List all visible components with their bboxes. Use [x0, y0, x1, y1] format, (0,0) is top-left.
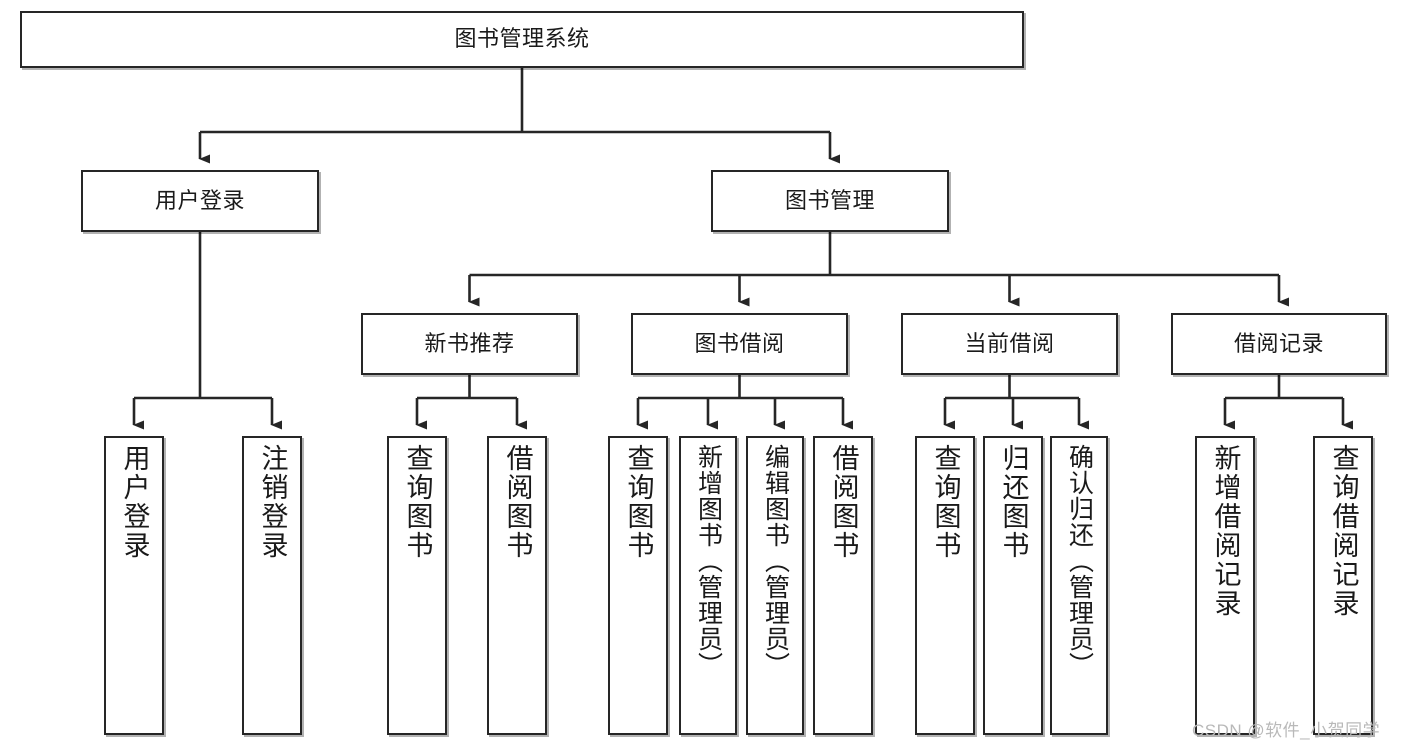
node-leaf-bb-query[interactable]: 查询图书 [608, 436, 668, 735]
node-label: 归还图书 [998, 444, 1029, 560]
node-label: 用户登录 [119, 444, 150, 560]
node-l2-record[interactable]: 借阅记录 [1171, 313, 1387, 375]
node-l1-user-login[interactable]: 用户登录 [81, 170, 319, 232]
node-label: 注销登录 [257, 444, 288, 560]
node-root[interactable]: 图书管理系统 [20, 11, 1024, 68]
node-leaf-user-login[interactable]: 用户登录 [104, 436, 164, 735]
node-label: 查询图书 [930, 444, 961, 560]
node-label: 图书借阅 [694, 330, 785, 356]
node-l2-borrow[interactable]: 图书借阅 [631, 313, 848, 375]
node-label: 新增图书（管理员） [694, 444, 723, 678]
node-leaf-bb-borrow[interactable]: 借阅图书 [813, 436, 873, 735]
node-leaf-logout[interactable]: 注销登录 [242, 436, 302, 735]
node-leaf-rec-query[interactable]: 查询借阅记录 [1313, 436, 1373, 735]
node-leaf-bb-edit[interactable]: 编辑图书（管理员） [746, 436, 804, 735]
node-label: 图书管理系统 [454, 26, 590, 52]
node-label: 借阅图书 [502, 444, 533, 560]
node-leaf-cur-query[interactable]: 查询图书 [915, 436, 975, 735]
node-leaf-nb-query[interactable]: 查询图书 [387, 436, 447, 735]
node-label: 查询借阅记录 [1328, 444, 1359, 618]
node-l1-book-mgmt[interactable]: 图书管理 [711, 170, 949, 232]
node-label: 查询图书 [623, 444, 654, 560]
node-label: 编辑图书（管理员） [761, 444, 790, 678]
node-label: 借阅图书 [828, 444, 859, 560]
node-label: 用户登录 [154, 187, 245, 213]
node-label: 新书推荐 [424, 330, 515, 356]
node-leaf-cur-return[interactable]: 归还图书 [983, 436, 1043, 735]
node-label: 图书管理 [784, 187, 875, 213]
node-label: 确认归还（管理员） [1065, 444, 1094, 678]
node-leaf-cur-confirm[interactable]: 确认归还（管理员） [1050, 436, 1108, 735]
node-leaf-rec-add[interactable]: 新增借阅记录 [1195, 436, 1255, 735]
node-label: 当前借阅 [964, 330, 1055, 356]
node-label: 查询图书 [402, 444, 433, 560]
csdn-watermark: CSDN @软件_小贺同学 [1192, 721, 1381, 740]
node-label: 借阅记录 [1233, 330, 1324, 356]
node-label: 新增借阅记录 [1210, 444, 1241, 618]
node-l2-current[interactable]: 当前借阅 [901, 313, 1118, 375]
node-l2-new-book[interactable]: 新书推荐 [361, 313, 578, 375]
node-leaf-nb-borrow[interactable]: 借阅图书 [487, 436, 547, 735]
node-leaf-bb-add[interactable]: 新增图书（管理员） [679, 436, 737, 735]
